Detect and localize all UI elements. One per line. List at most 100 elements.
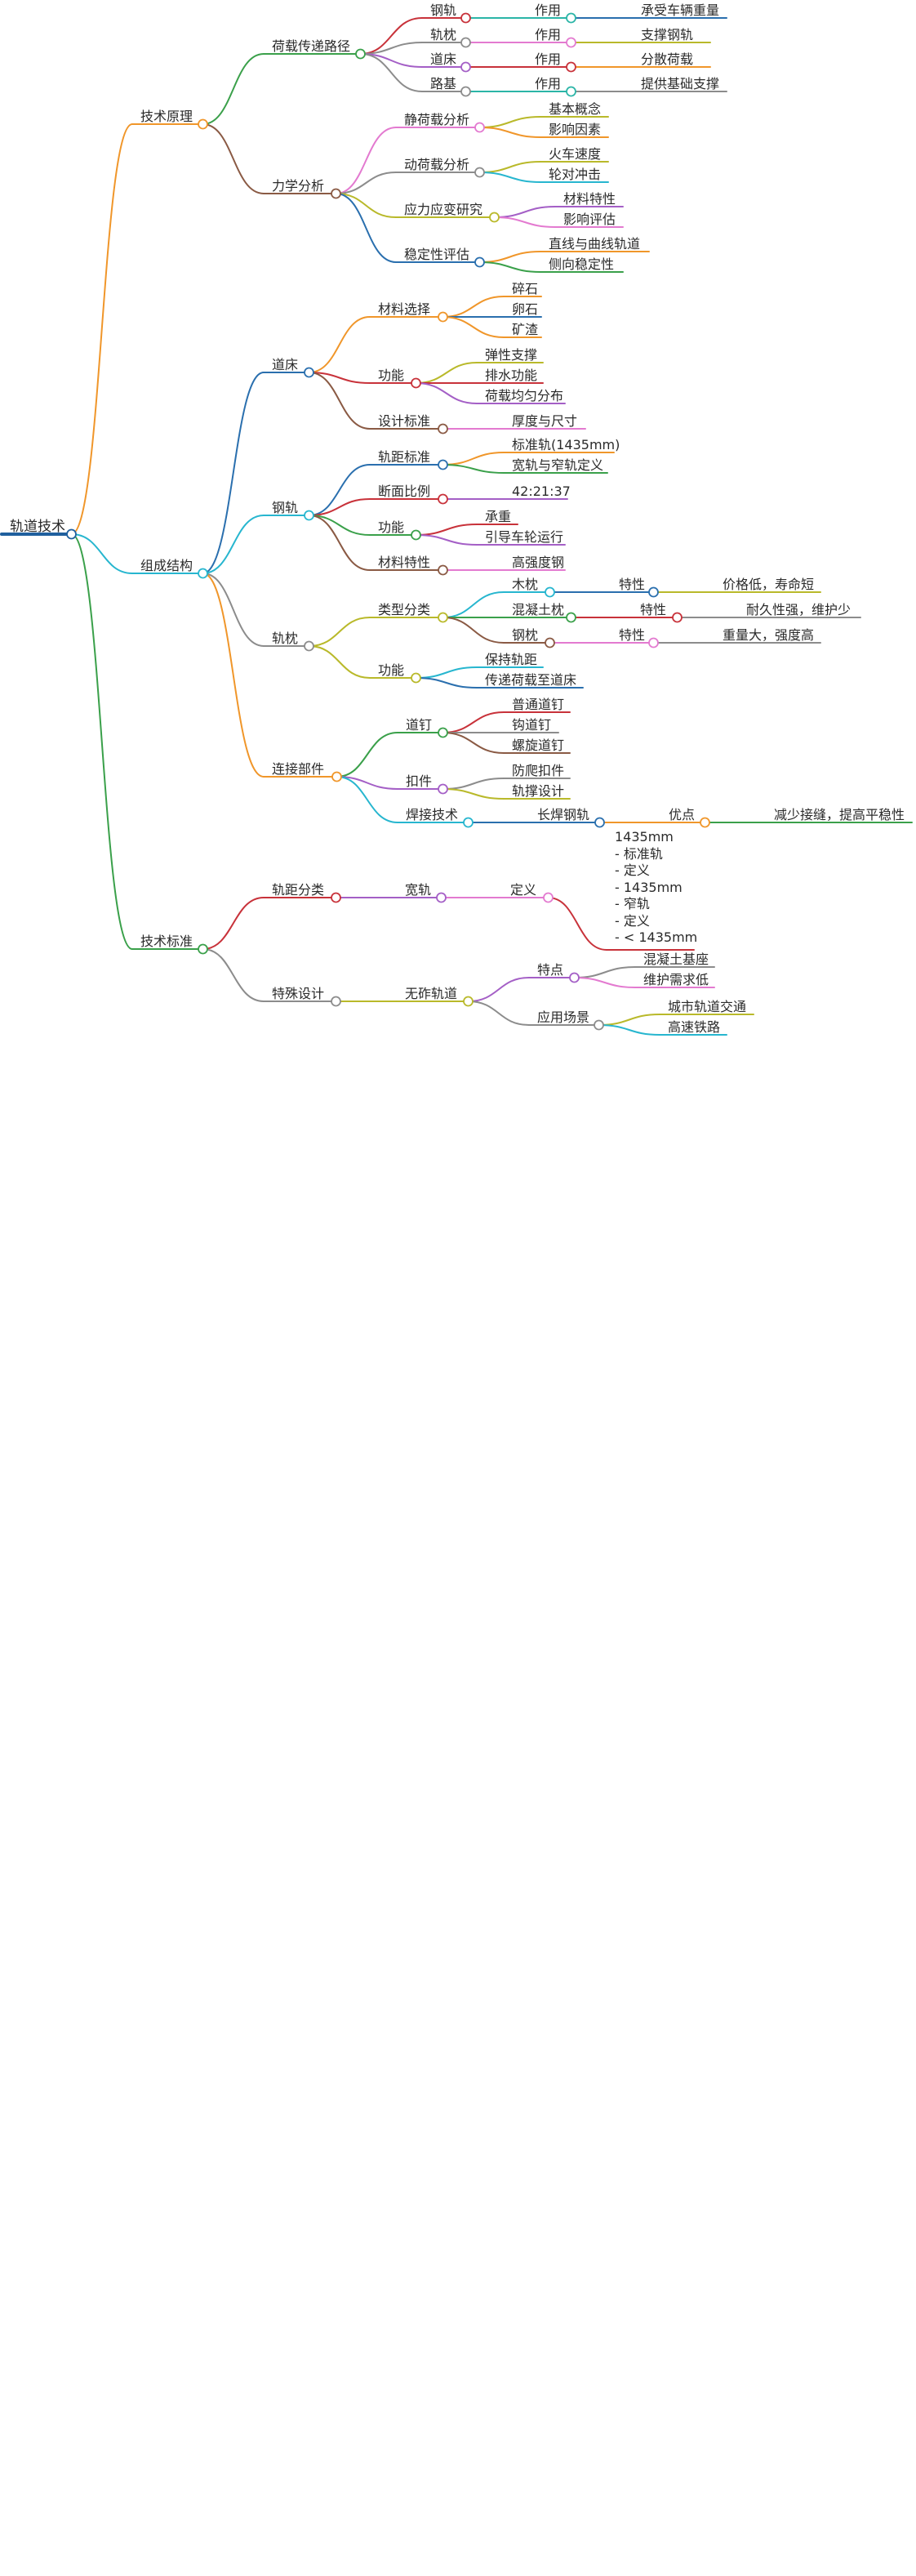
node-n77-label: 技术标准 xyxy=(140,934,193,949)
handle-n12[interactable] xyxy=(460,86,471,97)
handle-n25[interactable] xyxy=(474,256,485,268)
node-n68-label: 钩道钉 xyxy=(512,717,551,733)
handle-n60[interactable] xyxy=(648,637,659,648)
connector-n44 xyxy=(309,498,371,516)
handle-n4[interactable] xyxy=(566,12,576,24)
connector-n77 xyxy=(71,533,133,950)
connector-n23 xyxy=(494,206,556,218)
node-n75-label: 优点 xyxy=(669,807,695,822)
handle-n34[interactable] xyxy=(411,377,421,389)
handle-n19[interactable] xyxy=(474,167,485,178)
node-n10-label: 作用 xyxy=(535,51,561,67)
connector-n49 xyxy=(309,515,371,571)
connector-n48 xyxy=(416,534,478,546)
node-n37-label: 荷载均匀分布 xyxy=(485,388,563,403)
node-n64-label: 传递荷载至道床 xyxy=(485,672,576,688)
handle-n44[interactable] xyxy=(438,493,448,505)
handle-n54[interactable] xyxy=(648,586,659,598)
connector-n78 xyxy=(202,897,265,950)
connector-n18 xyxy=(479,127,541,138)
handle-n22[interactable] xyxy=(489,212,500,223)
handle-n79[interactable] xyxy=(436,892,447,903)
node-n55-label: 价格低，寿命短 xyxy=(723,577,814,592)
handle-n51[interactable] xyxy=(304,640,314,652)
handle-n80[interactable] xyxy=(543,892,554,903)
node-n7-label: 作用 xyxy=(535,27,561,42)
node-n9-label: 道床 xyxy=(430,51,456,67)
handle-n73[interactable] xyxy=(463,817,474,828)
handle-n29[interactable] xyxy=(304,367,314,378)
handle-n59[interactable] xyxy=(545,637,555,648)
handle-n74[interactable] xyxy=(594,817,605,828)
node-n17-label: 基本概念 xyxy=(549,101,601,117)
connector-n37 xyxy=(416,382,478,404)
node-n49-label: 材料特性 xyxy=(378,555,430,570)
handle-n52[interactable] xyxy=(438,612,448,623)
handle-n87[interactable] xyxy=(594,1019,604,1031)
handle-n9[interactable] xyxy=(460,61,471,73)
node-n83-label: 无砟轨道 xyxy=(405,986,457,1001)
connector-n27 xyxy=(479,261,541,273)
node-n69-label: 螺旋道钉 xyxy=(512,738,564,753)
node-n18-label: 影响因素 xyxy=(549,122,601,137)
handle-n84[interactable] xyxy=(569,972,580,983)
handle-n0[interactable] xyxy=(66,528,77,540)
handle-n62[interactable] xyxy=(411,672,421,684)
node-n63-label: 保持轨距 xyxy=(485,652,537,667)
handle-n82[interactable] xyxy=(331,996,341,1007)
handle-n57[interactable] xyxy=(672,612,683,623)
node-n41-label: 轨距标准 xyxy=(378,449,430,465)
connector-n12 xyxy=(360,53,423,92)
node-n12-label: 路基 xyxy=(430,76,456,91)
handle-n28[interactable] xyxy=(198,568,208,579)
handle-n46[interactable] xyxy=(411,529,421,541)
node-n71-label: 防爬扣件 xyxy=(512,763,564,778)
node-n56-label: 混凝土枕 xyxy=(512,602,564,617)
handle-n6[interactable] xyxy=(460,37,471,48)
connector-n81 xyxy=(548,897,607,951)
handle-n65[interactable] xyxy=(331,771,342,782)
connector-n71 xyxy=(442,778,505,790)
handle-n16[interactable] xyxy=(474,122,485,133)
connector-n72 xyxy=(442,788,505,800)
connector-n16 xyxy=(336,127,397,194)
handle-n56[interactable] xyxy=(566,612,576,623)
handle-n2[interactable] xyxy=(355,48,366,60)
handle-n10[interactable] xyxy=(566,61,576,73)
handle-n41[interactable] xyxy=(438,459,448,470)
handle-n66[interactable] xyxy=(438,727,448,738)
connector-n22 xyxy=(336,193,397,218)
node-n87-label: 应用场景 xyxy=(537,1009,589,1025)
handle-n40[interactable] xyxy=(304,510,314,521)
handle-n3[interactable] xyxy=(460,12,471,24)
node-n45-label: 42:21:37 xyxy=(512,484,571,499)
handle-n38[interactable] xyxy=(438,423,448,435)
handle-n13[interactable] xyxy=(566,86,576,97)
handle-n78[interactable] xyxy=(331,892,341,903)
connector-n88 xyxy=(598,1014,660,1026)
node-n82-label: 特殊设计 xyxy=(272,986,324,1001)
node-n34-label: 功能 xyxy=(378,368,404,383)
handle-n30[interactable] xyxy=(438,311,448,323)
handle-n53[interactable] xyxy=(545,586,555,598)
node-labels: 轨道技术技术原理荷载传递路径钢轨作用承受车辆重量轨枕作用支撑钢轨道床作用分散荷载… xyxy=(10,2,905,1035)
connector-n46 xyxy=(309,515,371,536)
node-n62-label: 功能 xyxy=(378,662,404,678)
handle-n77[interactable] xyxy=(198,943,208,955)
handle-n70[interactable] xyxy=(438,783,448,795)
connector-n85 xyxy=(574,966,636,978)
handle-n83[interactable] xyxy=(463,996,474,1007)
handle-n75[interactable] xyxy=(700,817,710,828)
handle-n7[interactable] xyxy=(566,37,576,48)
node-n43-label: 宽轨与窄轨定义 xyxy=(512,457,603,473)
handle-n15[interactable] xyxy=(331,188,341,199)
node-n24-label: 影响评估 xyxy=(563,212,616,227)
handle-n49[interactable] xyxy=(438,564,448,576)
connector-n70 xyxy=(336,776,398,790)
connector-n35 xyxy=(416,362,478,384)
handle-n1[interactable] xyxy=(198,118,208,130)
node-n54-label: 特性 xyxy=(619,577,645,592)
node-n44-label: 断面比例 xyxy=(378,484,430,499)
connector-n15 xyxy=(202,123,265,194)
